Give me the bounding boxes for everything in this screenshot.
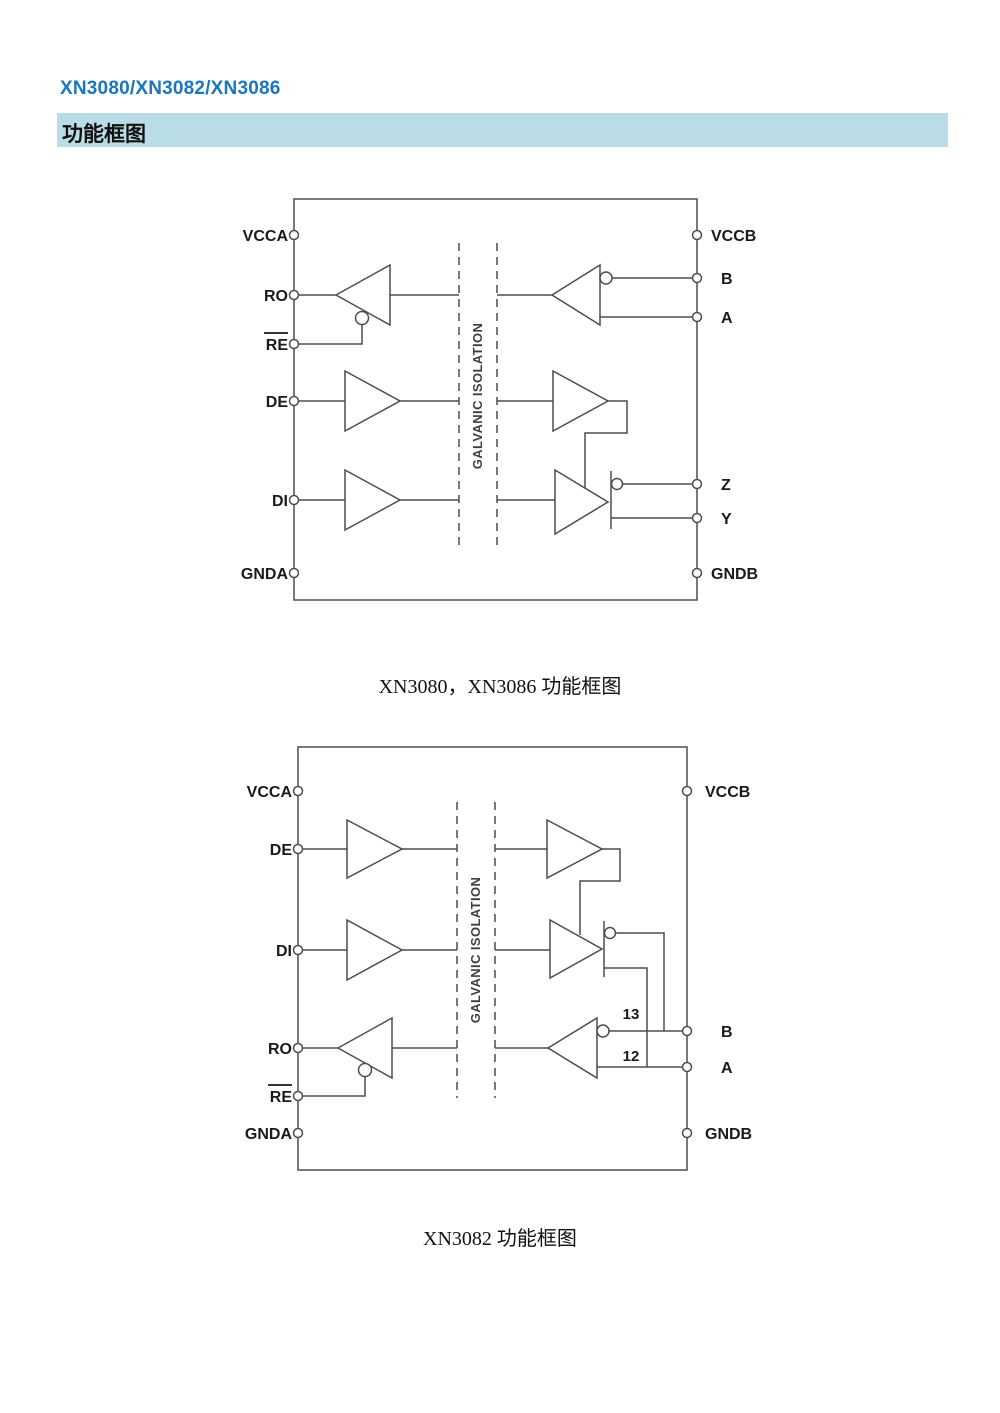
diagram1-full-duplex: GALVANIC ISOLATION [241, 198, 758, 601]
diagram1-pins [288, 229, 703, 579]
pin-gnda [288, 567, 300, 579]
diagram2-half-duplex: GALVANIC ISOLATION [245, 746, 752, 1171]
diagram2-buffers [336, 818, 617, 1080]
wire-re-enable [294, 325, 363, 345]
pin-label-de: DE [270, 842, 293, 859]
diagram1-pin-labels: VCCA RO RE DE DI GNDA VCCB B A Z Y GNDB [241, 228, 758, 583]
pin-vccb [681, 785, 693, 797]
pin-label-re: RE [266, 337, 289, 354]
bus-receiver-triangle [550, 263, 601, 327]
pin-label-de: DE [266, 394, 289, 411]
wire-driver-noninv-to-a [604, 967, 648, 1067]
chip-outline [297, 746, 688, 1171]
pin-a [691, 311, 703, 323]
pin-label-b: B [721, 271, 733, 288]
b-input-bubble [599, 271, 613, 285]
pin-gndb [691, 567, 703, 579]
pin-label-vcca: VCCA [243, 228, 289, 245]
pin-vcca [288, 229, 300, 241]
pin-a [681, 1061, 693, 1073]
pin-label-a: A [721, 310, 733, 327]
pin-gnda [292, 1127, 304, 1139]
di-buffer-a-triangle [346, 918, 404, 982]
pin-ro [292, 1042, 304, 1054]
diagram2-pins [292, 785, 693, 1139]
re-enable-bubble [357, 1062, 373, 1078]
pin-re [288, 338, 300, 350]
pin-label-vccb: VCCB [711, 228, 756, 245]
pin-label-gnda: GNDA [241, 566, 289, 583]
pin-label-b: B [721, 1024, 733, 1041]
diagram1-wires [294, 277, 697, 519]
doc-title: XN3080/XN3082/XN3086 [60, 78, 281, 99]
pin-label-ro: RO [268, 1041, 292, 1058]
diagram2-wires [298, 848, 687, 1097]
pin-di [288, 494, 300, 506]
pin-y [691, 512, 703, 524]
de-buffer-a-triangle [346, 818, 404, 880]
pin-b [691, 272, 703, 284]
driver-inv-bubble [603, 926, 617, 940]
diagram2-caption: XN3082 功能框图 [423, 1228, 577, 1250]
section-header-bar: 功能框图 [57, 113, 948, 147]
de-buffer-b-triangle [546, 818, 604, 880]
de-buffer-b-triangle [552, 369, 610, 433]
pin-label-gndb: GNDB [705, 1126, 752, 1143]
galvanic-isolation-label: GALVANIC ISOLATION [470, 323, 485, 470]
pin-label-a: A [721, 1060, 733, 1077]
pin-de [292, 843, 304, 855]
section-title: 功能框图 [62, 123, 146, 146]
pin-label-z: Z [721, 477, 731, 494]
pin-vcca [292, 785, 304, 797]
z-output-bubble [610, 477, 624, 491]
pin-label-gndb: GNDB [711, 566, 758, 583]
di-buffer-a-triangle [344, 468, 402, 532]
pin-re [292, 1090, 304, 1102]
galvanic-isolation-label: GALVANIC ISOLATION [468, 877, 483, 1024]
re-enable-bubble [354, 310, 370, 326]
pin-label-y: Y [721, 511, 732, 528]
bus-driver-triangle [554, 468, 610, 536]
pin-label-vcca: VCCA [247, 784, 293, 801]
bus-driver-triangle [549, 918, 604, 980]
pin-gndb [681, 1127, 693, 1139]
pin-label-vccb: VCCB [705, 784, 750, 801]
de-buffer-a-triangle [344, 369, 402, 433]
pin-de [288, 395, 300, 407]
pin-label-gnda: GNDA [245, 1126, 293, 1143]
pin-ro [288, 289, 300, 301]
pin-label-di: DI [276, 943, 292, 960]
pin-b [681, 1025, 693, 1037]
pin-vccb [691, 229, 703, 241]
pin-z [691, 478, 703, 490]
bus-receiver-triangle [546, 1016, 598, 1080]
net-label-12: 12 [623, 1048, 640, 1065]
pin-label-di: DI [272, 493, 288, 510]
diagram1-buffers [334, 263, 624, 536]
ro-receiver-triangle [334, 263, 391, 327]
pin-di [292, 944, 304, 956]
wire-re-enable [298, 1077, 366, 1097]
diagram1-caption: XN3080，XN3086 功能框图 [378, 676, 622, 698]
wire-driver-inv-to-b [616, 932, 665, 1031]
wire-de-enable-path [579, 848, 621, 935]
net-label-13: 13 [623, 1006, 640, 1023]
b-input-bubble [596, 1024, 610, 1038]
diagram2-pin-labels: VCCA DE DI RO RE GNDA VCCB B A GNDB [245, 784, 752, 1143]
wire-de-enable-path [584, 400, 628, 489]
pin-label-ro: RO [264, 288, 288, 305]
pin-label-re: RE [270, 1089, 293, 1106]
